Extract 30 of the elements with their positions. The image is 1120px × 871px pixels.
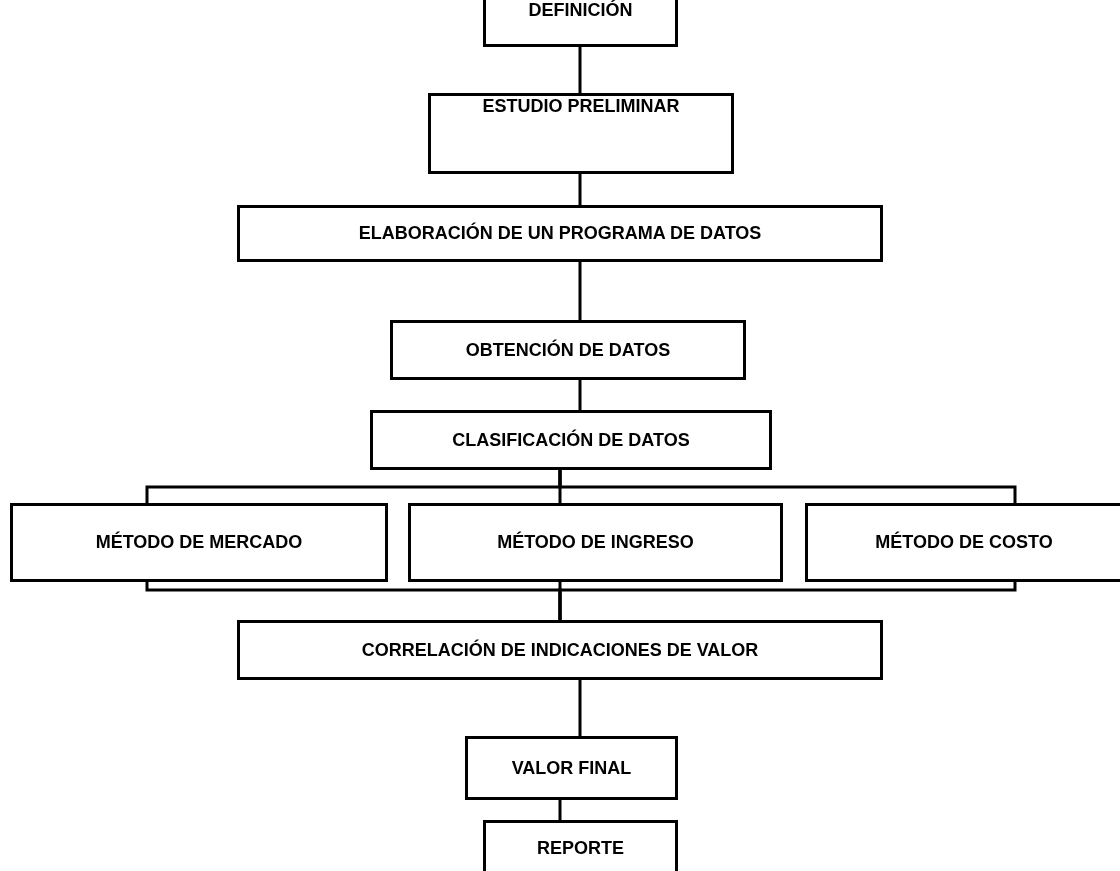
box-label: CLASIFICACIÓN DE DATOS	[452, 429, 690, 451]
box-label: MÉTODO DE MERCADO	[95, 532, 303, 553]
process-box	[237, 205, 883, 262]
box-label: REPORTE	[537, 838, 624, 859]
process-box	[465, 736, 678, 800]
connector-line	[558, 800, 562, 820]
box-label: MÉTODO DE INGRESO	[497, 532, 694, 553]
process-box	[428, 93, 734, 174]
process-box	[370, 410, 772, 470]
process-box	[237, 620, 883, 680]
connector-line	[558, 582, 1017, 620]
connector-line	[578, 47, 582, 93]
box-label: CORRELACIÓN DE INDICACIONES DE VALOR	[361, 639, 759, 661]
box-label: ESTUDIO PRELIMINAR	[482, 96, 680, 117]
box-label: ELABORACIÓN DE UN PROGRAMA DE DATOS	[358, 223, 762, 244]
connector-line	[578, 380, 582, 410]
box-label: VALOR FINAL	[511, 757, 632, 779]
connector-line	[578, 262, 582, 320]
process-box	[483, 0, 678, 47]
connector-line	[558, 470, 1017, 503]
process-box	[805, 503, 1120, 582]
box-label: OBTENCIÓN DE DATOS	[465, 339, 671, 361]
connector-line	[578, 174, 582, 205]
process-box	[408, 503, 783, 582]
box-label: MÉTODO DE COSTO	[875, 532, 1053, 553]
box-label: DEFINICIÓN	[528, 0, 633, 21]
process-box	[483, 820, 678, 871]
process-box	[390, 320, 746, 380]
process-box	[10, 503, 388, 582]
connector-line	[578, 680, 582, 736]
